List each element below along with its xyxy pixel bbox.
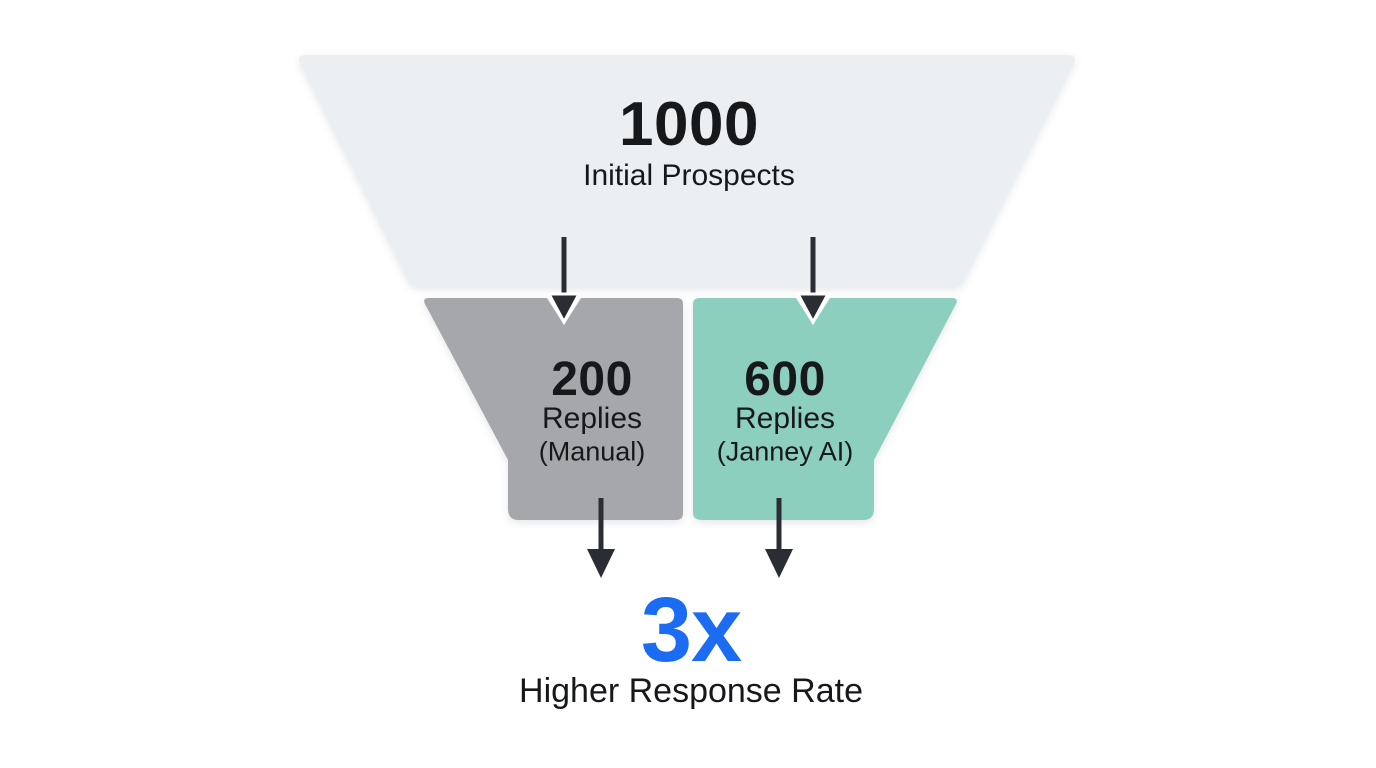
down-arrow-top-right-icon	[795, 237, 831, 326]
ai-stage-shape	[693, 298, 957, 520]
manual-stage-label-line1: Replies	[541, 402, 643, 435]
result-caption: Higher Response Rate	[519, 672, 863, 710]
manual-stage-label-line2: (Manual)	[538, 436, 646, 467]
ai-stage-value: 600	[744, 353, 826, 406]
ai-stage-label-line1: Replies	[734, 402, 836, 435]
top-stage-label: Initial Prospects	[583, 159, 795, 192]
manual-stage-value: 200	[551, 353, 633, 406]
ai-stage-label-line2: (Janney AI)	[716, 436, 854, 467]
down-arrow-top-left-icon	[546, 237, 582, 326]
top-stage-value: 1000	[619, 90, 759, 159]
manual-stage-shape	[424, 298, 683, 520]
top-stage-shape	[298, 55, 1076, 287]
down-arrow-bottom-right-icon	[765, 498, 793, 578]
result-multiplier: 3x	[640, 579, 742, 681]
down-arrow-bottom-left-icon	[587, 498, 615, 578]
